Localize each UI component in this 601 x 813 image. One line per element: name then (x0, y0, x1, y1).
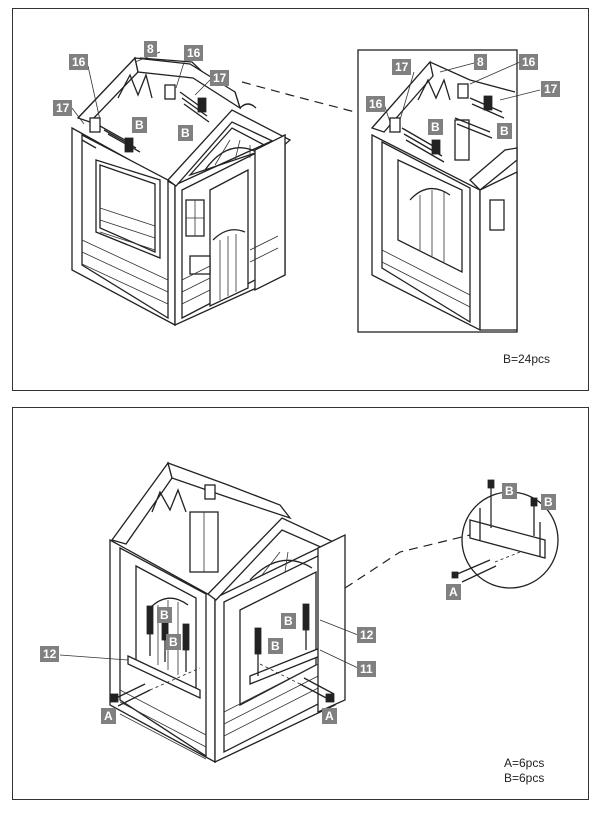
part-label-12: 12 (40, 646, 60, 662)
screw-label-b: B (502, 483, 517, 499)
callout-dash-top (241, 81, 356, 113)
bolt-label-a: A (322, 708, 337, 724)
callout-dash-bottom (344, 534, 471, 589)
screw-label-b: B (268, 638, 283, 654)
quantity-note-a: A=6pcs (504, 756, 545, 770)
part-label-16: 16 (69, 54, 89, 70)
screw-label-b: B (281, 613, 296, 629)
part-label-17: 17 (210, 70, 230, 86)
screw-label-b: B (497, 123, 512, 139)
detail-drawing-top (370, 60, 518, 332)
playhouse-drawing-bottom (109, 461, 346, 764)
part-label-17: 17 (53, 100, 73, 116)
screw-label-b: B (132, 117, 147, 133)
screw-cluster-left (89, 117, 141, 153)
quantity-note-b: B=6pcs (504, 771, 545, 785)
part-label-17: 17 (392, 59, 412, 75)
leader-lines (59, 51, 541, 669)
part-label-12: 12 (357, 627, 377, 643)
screw-cluster-right (164, 84, 210, 123)
part-label-16: 16 (366, 96, 386, 112)
part-label-8: 8 (144, 41, 157, 57)
screw-label-b: B (541, 494, 556, 510)
screw-label-b: B (166, 634, 181, 650)
bolt-label-a: A (101, 708, 116, 724)
bolts-a-bottom (109, 663, 335, 707)
detail-circle-bottom (451, 479, 559, 589)
screw-label-b: B (178, 125, 193, 141)
part-label-17: 17 (541, 81, 561, 97)
screw-label-b: B (428, 119, 443, 135)
part-label-16: 16 (519, 54, 539, 70)
part-label-16: 16 (184, 45, 204, 61)
part-label-8: 8 (474, 54, 487, 70)
bolt-label-a: A (446, 584, 461, 600)
part-label-11: 11 (357, 661, 376, 677)
quantity-note-top: B=24pcs (503, 352, 551, 366)
playhouse-drawing-top (71, 56, 292, 327)
screw-label-b: B (157, 607, 172, 623)
